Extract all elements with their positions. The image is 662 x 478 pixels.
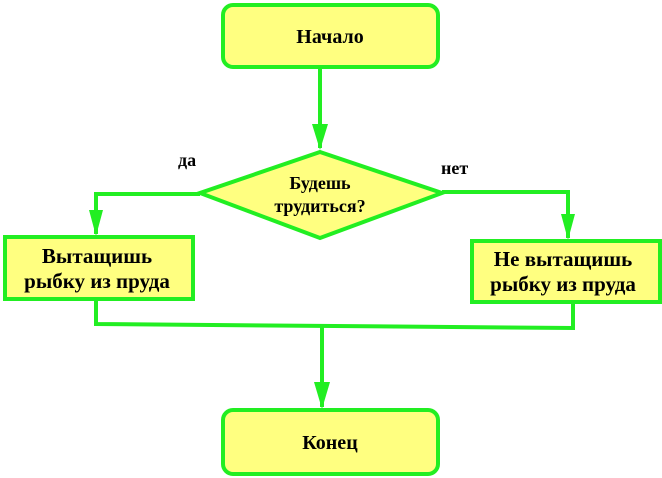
- arrowhead: [89, 210, 103, 236]
- arrowhead: [314, 382, 330, 409]
- start-node: [221, 3, 440, 69]
- no-branch-line2: рыбку из пруда: [490, 272, 636, 296]
- start-label: Начало: [296, 26, 363, 48]
- decision-label-line2: трудиться?: [274, 196, 365, 216]
- arrow-no-to-left: [94, 192, 200, 234]
- decision-node: [194, 149, 449, 241]
- arrowheads: [89, 124, 575, 409]
- yes-branch-node: [3, 235, 195, 301]
- end-label: Конец: [302, 432, 358, 454]
- no-label: нет: [441, 158, 468, 178]
- arrow-yes-to-right: [442, 190, 570, 238]
- merge-line: [94, 300, 575, 331]
- arrowhead: [561, 214, 575, 240]
- no-branch-node: [470, 239, 662, 304]
- decision-label-line1: Будешь: [289, 173, 351, 193]
- no-branch-line1: Не вытащишь: [494, 247, 632, 271]
- arrowhead: [312, 124, 328, 150]
- yes-branch-line1: Вытащишь: [42, 244, 152, 268]
- yes-branch-line2: рыбку из пруда: [24, 269, 170, 293]
- end-node: [221, 408, 440, 476]
- yes-label: да: [178, 150, 196, 170]
